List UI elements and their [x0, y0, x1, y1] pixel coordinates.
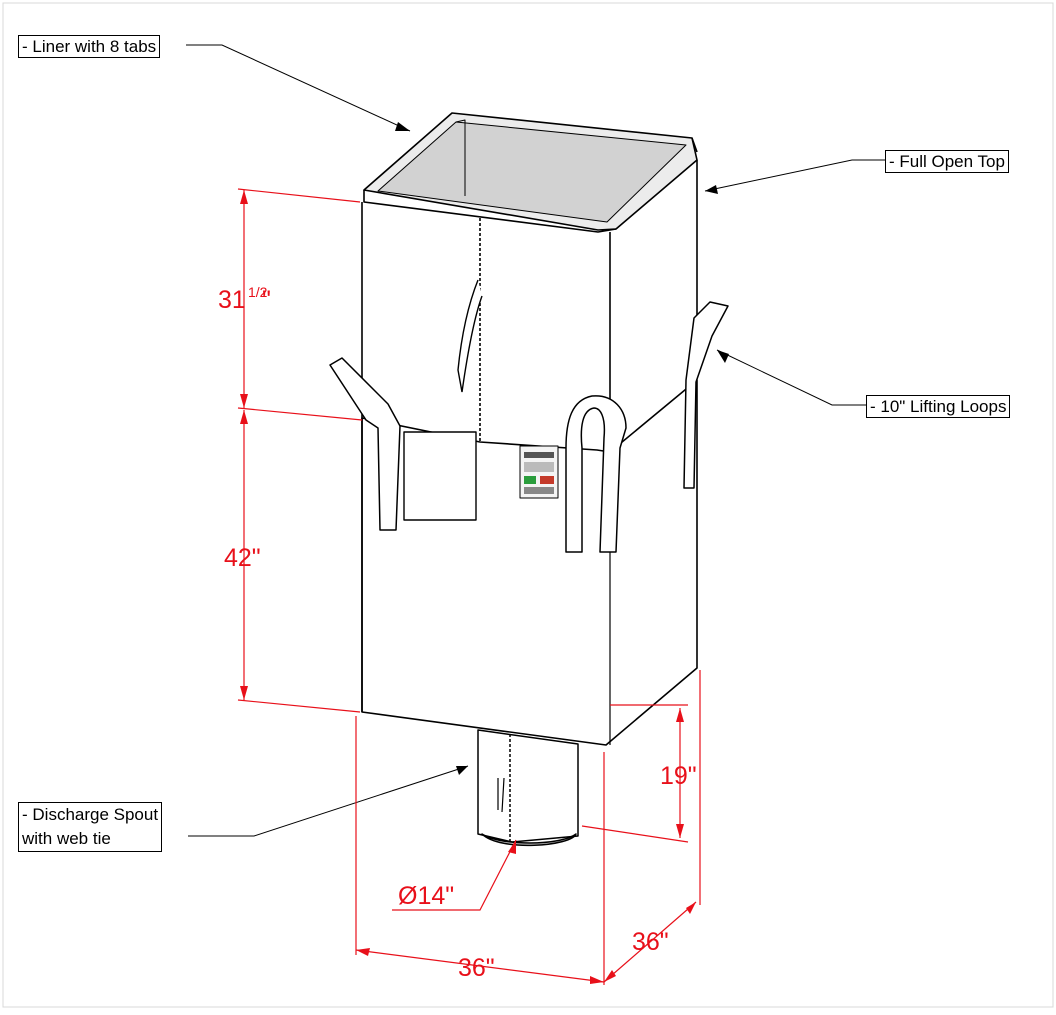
lifting-loops [329, 301, 729, 553]
leader-arrowheads [395, 122, 729, 775]
width-side: 36" [632, 928, 669, 956]
document-pocket [403, 431, 477, 521]
callout-spout-line2: with web tie [22, 829, 111, 848]
lower-height: 42" [224, 544, 261, 572]
callout-discharge-spout: - Discharge Spout with web tie [18, 802, 163, 852]
liner-top [363, 112, 698, 233]
lower-body [361, 379, 698, 746]
callout-spout-line1: - Discharge Spout [22, 805, 159, 824]
spout-height: 19" [660, 762, 697, 790]
upper-body [361, 160, 698, 442]
callout-liner-text: - Liner with 8 tabs [22, 37, 157, 56]
callout-open-top: - Full Open Top [885, 150, 1009, 173]
callout-lifting-loops: - 10" Lifting Loops [866, 395, 1011, 418]
callout-open-top-text: - Full Open Top [889, 152, 1005, 171]
callout-liner: - Liner with 8 tabs [18, 35, 161, 58]
spout-diameter: Ø14" [398, 882, 454, 910]
upper-height-whole: 31 [218, 286, 246, 314]
upper-height-mark: " [262, 286, 271, 314]
discharge-spout [477, 729, 579, 847]
upper-height-fraction: 1/2 [248, 284, 268, 300]
callout-lifting-loops-text: - 10" Lifting Loops [870, 397, 1007, 416]
width-front: 36" [458, 954, 495, 982]
leader-lines [186, 44, 885, 837]
dimension-labels: 31 1/2 " 42" 19" Ø14" 36" 36" [218, 284, 697, 982]
dimension-lines [237, 188, 701, 985]
dimension-arrowheads [240, 190, 696, 984]
